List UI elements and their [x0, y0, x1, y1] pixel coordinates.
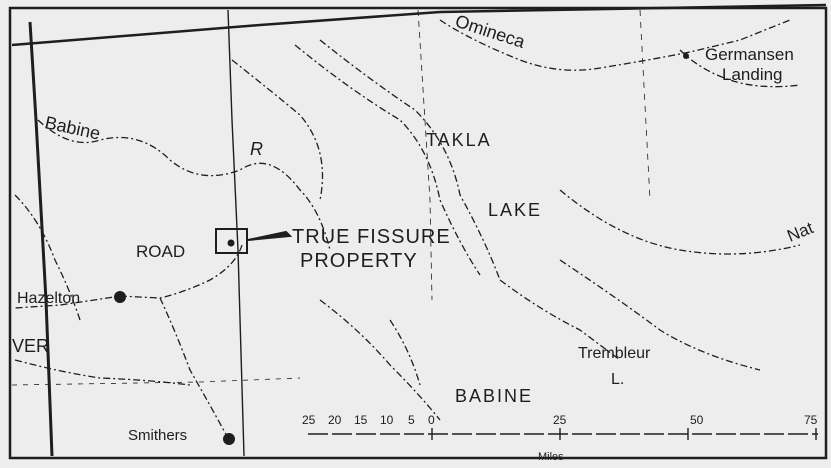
babine-lake-shore-east	[389, 319, 421, 386]
lake-label: LAKE	[488, 200, 542, 220]
ver-label: VER	[12, 336, 49, 356]
boundary-lines	[11, 3, 827, 457]
smithers-route	[159, 297, 229, 439]
smithers-marker	[223, 433, 235, 445]
meridian-line-far-east	[639, 9, 651, 201]
takla-label: TAKLA	[426, 130, 492, 150]
smithers-label: Smithers	[128, 427, 187, 444]
property-location-marker	[227, 239, 235, 247]
property-location-box	[215, 228, 248, 254]
scale-tick-label: 0	[428, 413, 435, 427]
hazelton-marker	[114, 291, 126, 303]
property-pointer-arrow	[247, 230, 293, 241]
landing-label: Landing	[722, 65, 783, 84]
r-label: R	[250, 139, 263, 159]
trembleur-label: Trembleur	[578, 345, 651, 362]
babine-river	[37, 119, 331, 251]
west-tributary	[14, 194, 81, 321]
babine-lake-shore	[319, 299, 441, 421]
scale-tick-label: 50	[690, 413, 704, 427]
lake-outlet	[499, 279, 621, 361]
southern-river	[14, 359, 191, 386]
scale-unit-label: Miles	[538, 451, 564, 463]
meridian-line-east	[417, 9, 433, 301]
parallel-line	[11, 377, 301, 386]
rivers	[14, 19, 801, 439]
true-fissure-label: TRUE FISSURE	[292, 226, 451, 248]
germansen-label: Germansen	[705, 45, 794, 64]
map-border	[8, 6, 828, 460]
east-tributary	[559, 259, 761, 371]
takla-lake-east-shore	[319, 39, 501, 281]
scale-tick-label: 25	[553, 413, 567, 427]
scale-tick-label: 75	[804, 413, 818, 427]
scale-tick-label: 20	[328, 413, 342, 427]
northern-boundary-line	[11, 3, 827, 47]
omineca-river	[439, 19, 791, 71]
scale-tick-label: 5	[408, 413, 415, 427]
nation-river	[559, 189, 801, 255]
property-label: PROPERTY	[300, 250, 418, 272]
takla-lake-west-shore	[294, 44, 481, 276]
hazelton-label: Hazelton	[17, 290, 80, 307]
babine-lake-label: BABINE	[455, 386, 533, 406]
scale-tick-label: 15	[354, 413, 368, 427]
scale-tick-label: 25	[302, 413, 316, 427]
scale-bar: 25 20 15 10 5 0 25 50 75 Miles	[302, 413, 818, 463]
germansen-landing-marker	[683, 53, 689, 59]
trembleur-l-label: L.	[611, 371, 624, 388]
road-label: ROAD	[136, 242, 185, 261]
germansen-river	[679, 49, 801, 88]
scale-tick-label: 10	[380, 413, 394, 427]
western-boundary-line	[28, 21, 54, 457]
meridian-line	[227, 9, 245, 457]
